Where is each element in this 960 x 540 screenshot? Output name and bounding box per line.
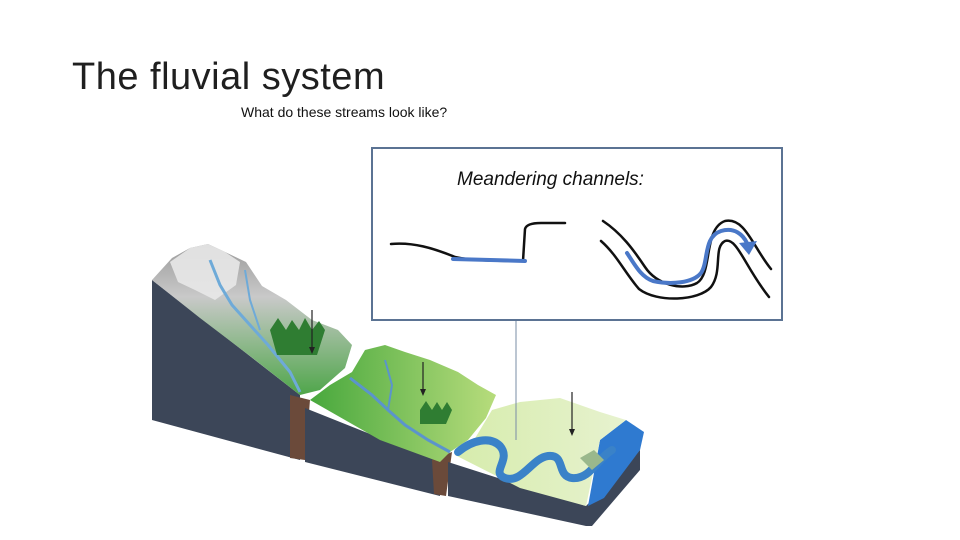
slide-title: The fluvial system — [72, 56, 386, 98]
mountain-stream — [208, 259, 302, 393]
midland-block — [305, 345, 496, 496]
meander-arrow-icon — [739, 241, 757, 255]
midland-cross-section — [305, 408, 440, 496]
hill-trees — [420, 401, 452, 424]
meander-flow-line — [625, 228, 749, 285]
upland-block — [152, 244, 352, 460]
midland-surface — [310, 345, 496, 462]
upland-cross-section — [152, 280, 300, 460]
hill-stream-tributary — [384, 359, 394, 411]
hill-stream — [349, 376, 451, 454]
slide-subtitle: What do these streams look like? — [241, 104, 448, 120]
meander-sketches — [389, 219, 773, 300]
inset-caption: Meandering channels: — [457, 169, 644, 190]
mountain-stream-tributary — [244, 269, 261, 331]
meander-inset-box: Meandering channels: — [371, 147, 783, 321]
midland-cliff — [432, 452, 452, 496]
arrow-down-icon — [420, 362, 426, 396]
forest-patch — [270, 318, 325, 355]
arrow-down-icon — [309, 310, 315, 354]
river-delta — [580, 450, 604, 470]
snow-cap — [170, 244, 240, 300]
channel-section-sketch — [389, 221, 567, 263]
lowland-cross-section — [448, 462, 586, 526]
arrow-down-icon — [569, 392, 575, 436]
lowland-block — [448, 398, 644, 526]
meandering-river — [454, 436, 616, 483]
sea-edge — [588, 420, 644, 506]
lowland-cross-section-right — [586, 450, 640, 526]
meander-bend-sketch — [599, 219, 773, 300]
